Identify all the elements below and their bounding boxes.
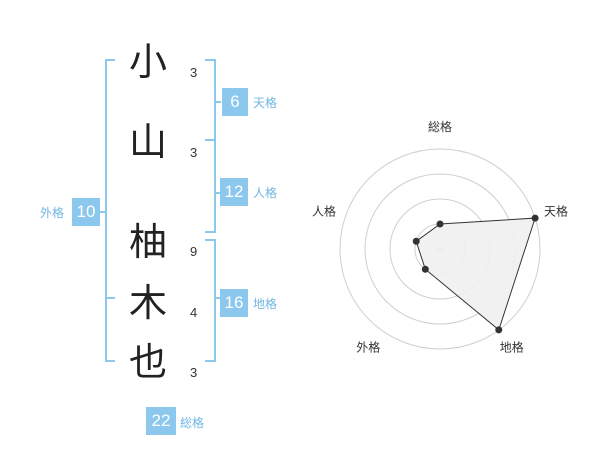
radar-axis-label-1: 天格 [544, 203, 568, 218]
soukaku-badge: 22 [146, 407, 176, 435]
radar-data-area [415, 217, 536, 331]
gaikaku-badge: 10 [72, 198, 100, 226]
chikaku-tick [215, 297, 221, 299]
stroke-count-1: 3 [190, 65, 198, 80]
gaikaku-divider-tick [105, 297, 115, 299]
radar-axis-label-3: 外格 [356, 340, 380, 355]
stroke-count-5: 3 [190, 365, 198, 380]
gaikaku-tick [100, 211, 107, 213]
chikaku-label: 地格 [253, 297, 278, 311]
tenkaku-badge: 6 [222, 88, 248, 116]
radar-ring-4 [339, 148, 541, 350]
chikaku-bracket [205, 239, 216, 362]
radar-points [412, 214, 539, 334]
radar-axis-label-4: 人格 [312, 203, 336, 218]
tenkaku-tick [215, 101, 221, 103]
stroke-count-3: 9 [190, 244, 198, 259]
name-char-4: 木 [128, 281, 167, 325]
name-char-1: 小 [128, 40, 167, 84]
stroke-count-2: 3 [190, 145, 198, 160]
radar-axis-label-2: 地格 [500, 340, 524, 355]
jinkaku-label: 人格 [253, 186, 278, 200]
gaikaku-label: 外格 [40, 206, 65, 220]
name-char-3: 柚 [128, 220, 167, 264]
radar-point-3 [421, 265, 429, 273]
jinkaku-badge: 12 [220, 178, 248, 206]
soukaku-label: 総格 [180, 416, 205, 430]
jinkaku-bracket [205, 139, 216, 233]
tenkaku-label: 天格 [253, 96, 278, 110]
radar-point-4 [412, 237, 420, 245]
radar-point-2 [495, 326, 503, 334]
name-char-5: 也 [128, 340, 167, 384]
radar-point-0 [436, 220, 444, 228]
name-char-2: 山 [128, 120, 167, 164]
chikaku-badge: 16 [220, 289, 248, 317]
stroke-count-4: 4 [190, 305, 198, 320]
radar-point-1 [531, 214, 539, 222]
jinkaku-tick [215, 192, 221, 194]
gaikaku-bracket [105, 59, 115, 362]
radar-axis-label-0: 総格 [428, 119, 452, 134]
